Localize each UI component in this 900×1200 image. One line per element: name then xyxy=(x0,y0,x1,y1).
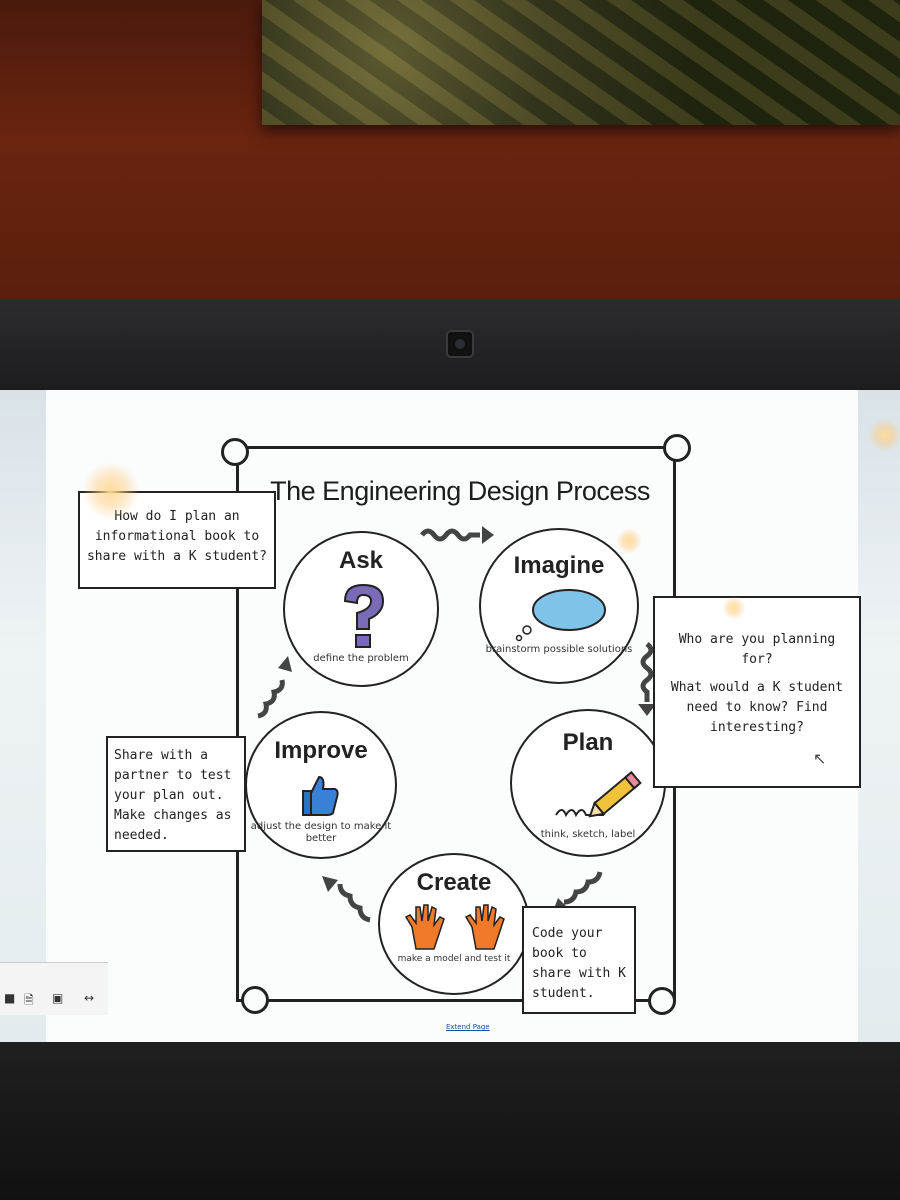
mouse-cursor-icon: ↖ xyxy=(813,749,826,768)
note-planning-box[interactable]: Who are you planning for? What would a K… xyxy=(653,596,861,788)
corner-circle-br xyxy=(648,987,676,1015)
resize-horizontal-icon[interactable]: ↔ xyxy=(84,991,94,1005)
arrow-right-icon xyxy=(420,522,496,548)
stage-name: Improve xyxy=(247,737,395,765)
stage-name: Plan xyxy=(512,729,664,757)
stage-desc: adjust the design to make it better xyxy=(247,821,395,845)
stage-desc: define the problem xyxy=(285,653,437,665)
image-icon[interactable]: ▣ xyxy=(52,991,63,1005)
corner-circle-tl xyxy=(221,438,249,466)
stage-name: Create xyxy=(380,869,528,897)
note-code-box[interactable]: Code your book to share with K student. xyxy=(522,906,636,1014)
wall-painting xyxy=(262,0,900,125)
stage-desc: think, sketch, label xyxy=(512,829,664,841)
note-question-box[interactable]: How do I plan an informational book to s… xyxy=(78,491,276,589)
stage-improve: Improve adjust the design to make it bet… xyxy=(245,711,397,859)
note-planning-line-2: What would a K student need to know? Fin… xyxy=(665,678,849,738)
thought-cloud-icon xyxy=(511,586,611,642)
page-icon[interactable]: 🗎 xyxy=(24,991,34,1012)
stage-name: Imagine xyxy=(481,552,637,580)
laptop-bezel-bottom xyxy=(0,1042,900,1200)
stage-create: Create make a model and test it xyxy=(378,853,530,995)
stage-imagine: Imagine brainstorm possible solutions xyxy=(479,528,639,684)
arrow-up-left-icon xyxy=(318,872,374,924)
stage-name: Ask xyxy=(285,547,437,575)
note-share-box[interactable]: Share with a partner to test your plan o… xyxy=(106,736,246,852)
corner-circle-bl xyxy=(241,986,269,1014)
question-mark-icon xyxy=(337,583,389,649)
stage-plan: Plan think, sketch, label xyxy=(510,709,666,857)
note-planning-line-1: Who are you planning for? xyxy=(665,630,849,670)
poster-title: The Engineering Design Process xyxy=(240,476,680,507)
webcam-icon xyxy=(446,330,474,358)
square-icon[interactable]: ■ xyxy=(4,991,15,1005)
stage-ask: Ask define the problem xyxy=(283,531,439,687)
corner-circle-tr xyxy=(663,434,691,462)
pencil-icon xyxy=(552,769,644,827)
extend-page-link[interactable]: Extend Page xyxy=(446,1023,490,1031)
page-toolbar: ■ 🗎 ▣ ↔ xyxy=(0,962,108,1015)
hands-icon xyxy=(404,903,508,951)
thumbs-up-icon xyxy=(299,773,339,817)
stage-desc: make a model and test it xyxy=(380,953,528,965)
stage-desc: brainstorm possible solutions xyxy=(481,644,637,656)
arrow-up-right-icon xyxy=(252,652,294,720)
